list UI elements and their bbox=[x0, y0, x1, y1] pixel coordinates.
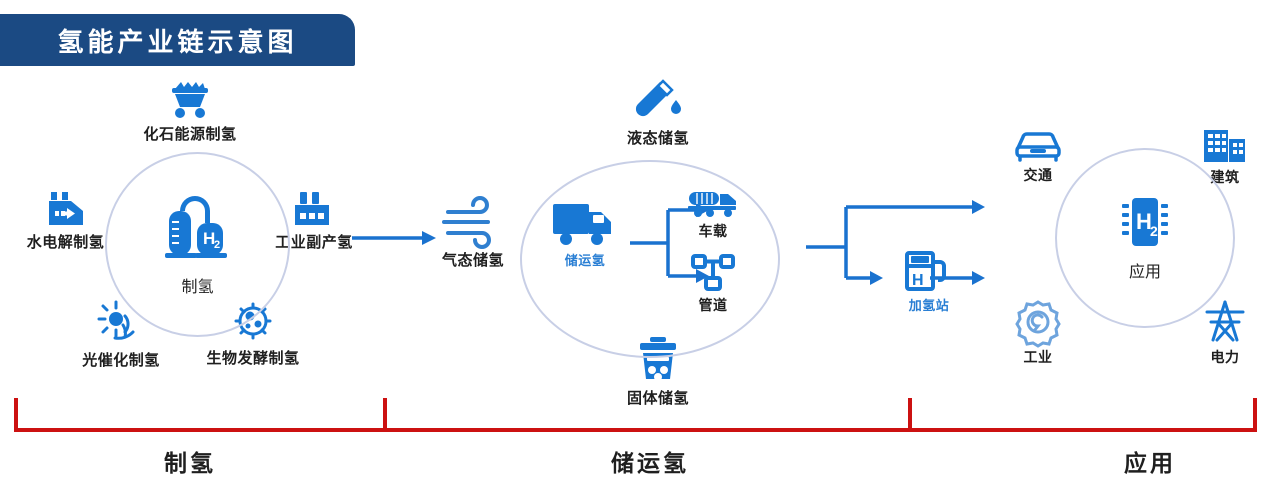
svg-text:H: H bbox=[912, 272, 924, 289]
node-label: 生物发酵制氢 bbox=[206, 350, 300, 367]
tanker-truck-icon bbox=[688, 192, 736, 217]
hub-label: 制氢 bbox=[181, 278, 214, 296]
hub-production[interactable]: H 2 制氢 bbox=[105, 152, 290, 337]
node-industry[interactable]: 工业 bbox=[1005, 300, 1071, 367]
pipeline-icon bbox=[691, 254, 735, 291]
node-label: 工业副产氢 bbox=[275, 234, 353, 251]
node-water-electrolysis[interactable]: 水电解制氢 bbox=[8, 190, 123, 252]
segment-label-storage: 储运氢 bbox=[611, 450, 689, 477]
buildings-icon bbox=[1204, 130, 1245, 162]
node-label: 管道 bbox=[698, 297, 728, 313]
node-hydrogen-station[interactable]: H 加氢站 bbox=[882, 250, 976, 314]
power-pylon-icon bbox=[1205, 300, 1245, 342]
node-label: 工业 bbox=[1023, 349, 1053, 365]
node-power[interactable]: 电力 bbox=[1192, 300, 1258, 367]
svg-text:2: 2 bbox=[1150, 223, 1158, 239]
h2-chip-icon: H 2 bbox=[1122, 198, 1168, 246]
bracket bbox=[14, 398, 1257, 432]
segment-label-application: 应用 bbox=[1124, 450, 1176, 477]
svg-text:H: H bbox=[1136, 209, 1152, 234]
coal-cart-icon bbox=[172, 82, 208, 118]
node-label: 化石能源制氢 bbox=[143, 126, 237, 143]
truck-icon bbox=[553, 204, 611, 245]
node-label: 水电解制氢 bbox=[26, 234, 105, 251]
node-gaseous-storage[interactable]: 气态储氢 bbox=[428, 196, 518, 270]
node-industrial-byproduct[interactable]: 工业副产氢 bbox=[255, 190, 373, 252]
node-pipeline-transport[interactable]: 管道 bbox=[676, 252, 750, 315]
branch-connector-application bbox=[806, 200, 985, 285]
node-label: 气态储氢 bbox=[441, 252, 504, 269]
node-label: 电力 bbox=[1210, 349, 1240, 365]
node-liquid-storage[interactable]: 液态储氢 bbox=[598, 79, 718, 148]
node-photocatalysis[interactable]: 光催化制氢 bbox=[62, 300, 180, 370]
node-label: 固体储氢 bbox=[626, 390, 689, 407]
node-label: 液态储氢 bbox=[626, 130, 689, 147]
node-fossil-hydrogen[interactable]: 化石能源制氢 bbox=[115, 78, 265, 144]
hub-application[interactable]: H 2 应用 bbox=[1055, 148, 1235, 328]
node-label: 建筑 bbox=[1210, 169, 1240, 185]
hub-label: 应用 bbox=[1128, 264, 1161, 281]
node-transport-truck[interactable]: 储运氢 bbox=[540, 198, 630, 269]
node-buildings[interactable]: 建筑 bbox=[1192, 128, 1258, 187]
svg-text:H: H bbox=[203, 229, 215, 248]
svg-text:2: 2 bbox=[214, 239, 220, 251]
hub-label: 储运氢 bbox=[564, 253, 606, 268]
node-label: 车载 bbox=[698, 223, 728, 239]
sun-photocatalysis-icon bbox=[97, 300, 135, 340]
node-vehicle-transport[interactable]: 车载 bbox=[676, 188, 750, 241]
gear-wrench-icon bbox=[1015, 300, 1061, 348]
hub-storage-transport[interactable] bbox=[520, 160, 780, 358]
hydrogen-fuel-pump-icon: H bbox=[905, 251, 946, 291]
car-icon bbox=[1015, 132, 1061, 162]
electrolysis-plant-icon bbox=[48, 192, 83, 225]
factory-icon bbox=[295, 192, 329, 225]
hydrogen-tank-icon: H 2 bbox=[164, 195, 227, 258]
arrow-production-to-storage bbox=[352, 231, 436, 245]
segment-label-production: 制氢 bbox=[164, 450, 216, 477]
page-title: 氢能产业链示意图 bbox=[57, 27, 298, 58]
title-banner: 氢能产业链示意图 bbox=[0, 14, 355, 66]
station-label: 加氢站 bbox=[908, 298, 950, 313]
node-transportation[interactable]: 交通 bbox=[1005, 128, 1071, 185]
wind-gas-icon bbox=[442, 196, 491, 249]
liquid-bottle-icon bbox=[635, 79, 681, 117]
node-label: 交通 bbox=[1023, 167, 1053, 183]
node-label: 光催化制氢 bbox=[82, 352, 160, 369]
